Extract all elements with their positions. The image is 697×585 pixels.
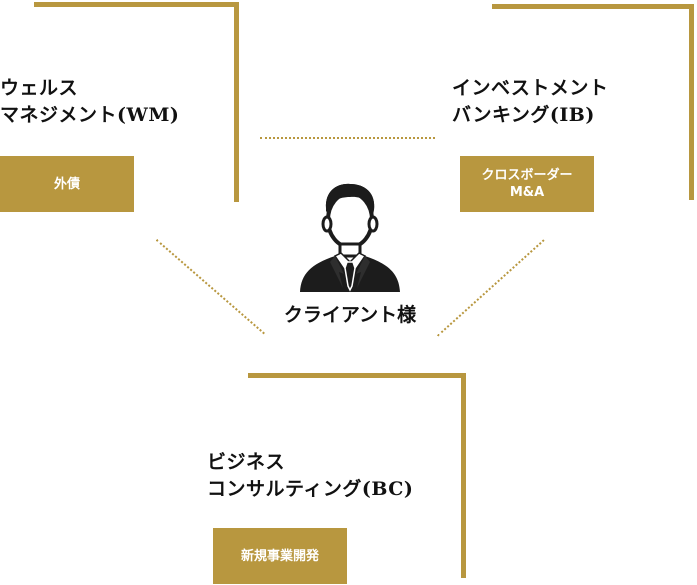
ib-title: インベストメント バンキング(IB) [452, 75, 608, 129]
client-label: クライアント様 [283, 304, 417, 326]
wm-title: ウェルス マネジメント(WM) [0, 75, 179, 129]
bc-tag: 新規事業開発 [213, 528, 347, 584]
bc-bracket [248, 373, 466, 578]
ib-title-line2: バンキング(IB) [452, 104, 595, 126]
ib-tag-line1: クロスボーダー [481, 168, 573, 183]
bc-title-line2: コンサルティング(BC) [207, 478, 414, 500]
wm-bracket [34, 2, 239, 202]
bc-title-line1: ビジネス [207, 451, 286, 473]
ib-bracket [492, 4, 694, 200]
wm-title-line2: マネジメント(WM) [0, 104, 180, 126]
ib-title-line1: インベストメント [452, 77, 609, 99]
bc-tag-label: 新規事業開発 [240, 548, 319, 564]
businessman-icon [300, 183, 400, 292]
connector-left [155, 239, 265, 335]
bc-title: ビジネス コンサルティング(BC) [207, 449, 413, 503]
ib-tag: クロスボーダー M&A [460, 156, 594, 212]
wm-title-line1: ウェルス [0, 77, 79, 99]
connector-right [437, 239, 545, 337]
connector-top [260, 137, 435, 139]
wm-tag: 外債 [0, 156, 134, 212]
ib-tag-line2: M&A [509, 185, 545, 200]
wm-tag-label: 外債 [53, 176, 80, 192]
